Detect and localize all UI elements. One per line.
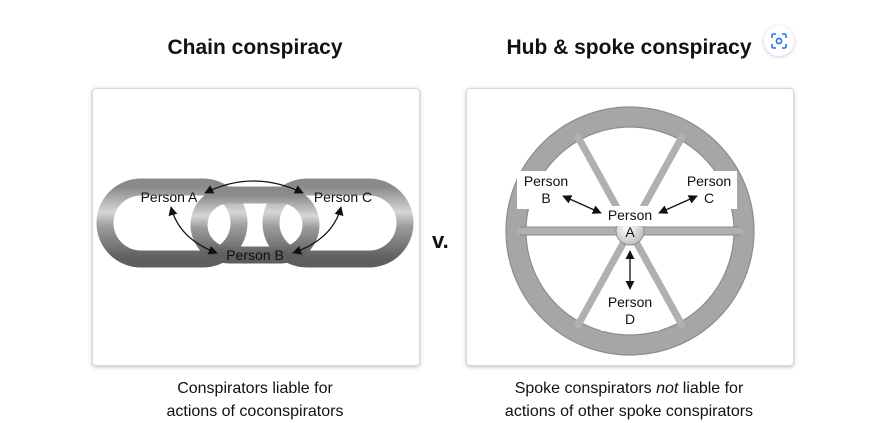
chain-caption-line1: Conspirators liable for — [177, 380, 333, 397]
arrow-b-c — [292, 206, 344, 255]
wheel-rim — [506, 107, 754, 355]
hub-spoke-caption-line2: actions of other spoke conspirators — [504, 403, 754, 420]
arrow-a-b — [562, 195, 602, 214]
chain-link-left — [96, 178, 248, 268]
chain-diagram: Person A Person C Person B — [96, 178, 414, 268]
chain-diagram-panel: Person A Person C Person B — [92, 88, 420, 366]
label-person-a-line2: A — [625, 224, 635, 240]
hub-spoke-diagram-panel: Person B Person C Person A Person D — [466, 88, 794, 366]
caption-post: liable for — [678, 380, 744, 397]
label-person-b-line2: B — [541, 190, 550, 206]
chain-conspiracy-title: Chain conspiracy — [167, 36, 343, 59]
label-person-d-line1: Person — [608, 294, 652, 310]
label-person-a: Person A — [141, 189, 198, 205]
label-person-b-line1: Person — [524, 173, 568, 189]
hub-spoke-caption: Spoke conspirators not liable for action… — [466, 377, 792, 423]
label-person-a-line1: Person — [608, 207, 652, 223]
versus-separator: v. — [432, 228, 449, 253]
chain-link-middle — [190, 186, 320, 264]
lens-scan-icon — [771, 33, 787, 49]
arrow-a-c — [658, 195, 698, 214]
lens-search-button[interactable] — [764, 26, 794, 56]
hub-spoke-conspiracy-title: Hub & spoke conspiracy — [506, 36, 752, 59]
hub-spoke-caption-line1: Spoke conspirators not liable for — [466, 377, 792, 400]
arrow-a-b — [168, 206, 218, 255]
chain-link-right — [262, 178, 414, 268]
caption-emphasis: not — [656, 380, 679, 397]
label-person-c-line2: C — [704, 190, 714, 206]
wheel-diagram: Person B Person C Person A Person D — [505, 106, 755, 356]
chain-caption: Conspirators liable for actions of cocon… — [92, 377, 418, 423]
label-person-c-line1: Person — [687, 173, 731, 189]
label-person-d-line2: D — [625, 311, 635, 327]
chain-caption-line2: actions of coconspirators — [166, 403, 344, 420]
arrow-a-c — [204, 180, 304, 194]
label-person-c: Person C — [314, 189, 372, 205]
caption-pre: Spoke conspirators — [514, 380, 657, 397]
label-person-b: Person B — [226, 247, 284, 263]
